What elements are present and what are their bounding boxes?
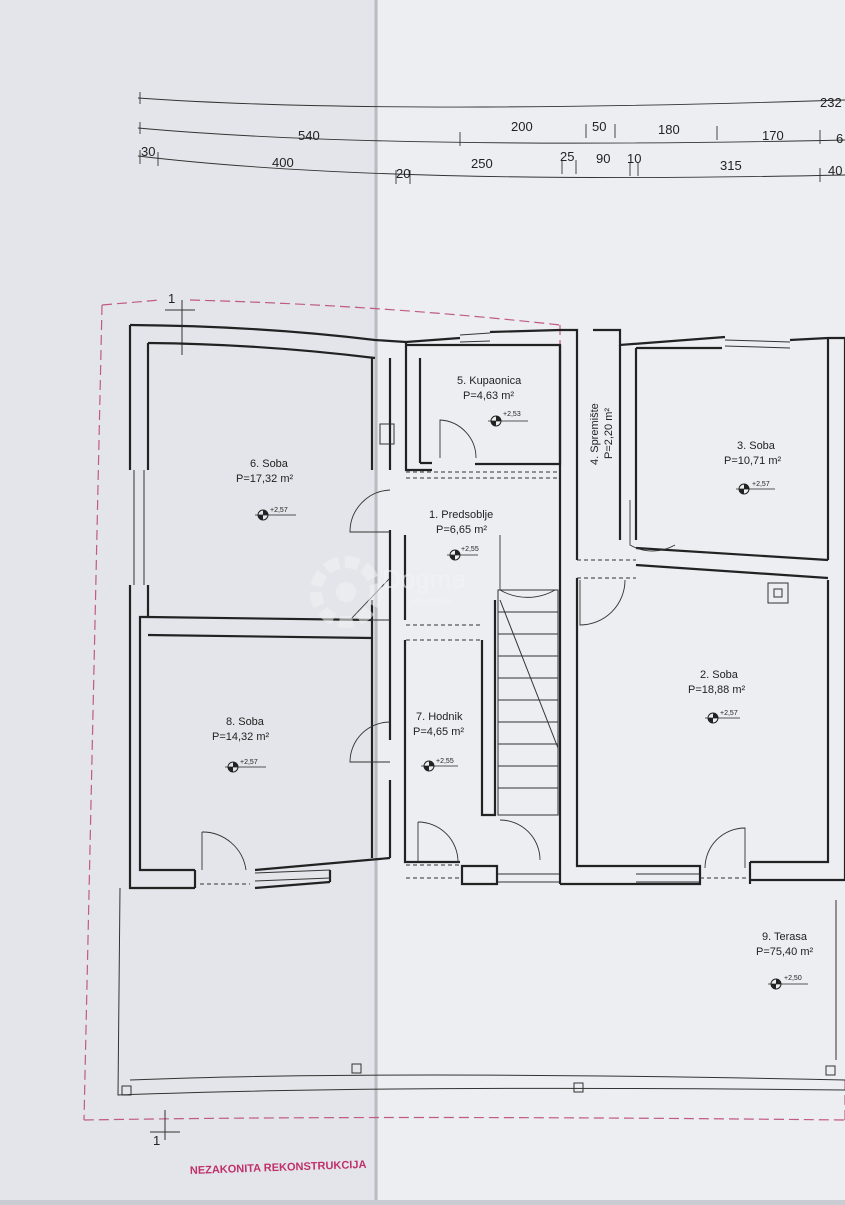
right-page xyxy=(378,0,845,1200)
level-value: +2,55 xyxy=(461,546,479,553)
level-marker-icon xyxy=(768,978,808,990)
room-area: P=17,32 m² xyxy=(236,473,294,485)
room-area: P=4,65 m² xyxy=(413,726,464,738)
level-value: +2,57 xyxy=(720,710,738,717)
room-name: 9. Terasa xyxy=(762,931,808,943)
dim-label: 10 xyxy=(627,151,641,166)
interior-walls xyxy=(147,342,829,888)
level-value: +2,53 xyxy=(503,411,521,418)
level-markers: +2,55 +2,57 +2,57 +2,53 +2,57 +2,55 xyxy=(225,411,808,990)
dim-label: 40 xyxy=(828,163,842,178)
staircase xyxy=(497,589,559,816)
dim-label: 170 xyxy=(762,128,784,143)
room-name: 3. Soba xyxy=(737,440,776,452)
watermark-sub: nekretnine xyxy=(410,596,452,606)
room-area: P=10,71 m² xyxy=(724,455,782,467)
room-name: 4. Spremište xyxy=(589,403,601,465)
room-area: P=6,65 m² xyxy=(436,524,487,536)
level-marker-icon xyxy=(488,415,528,427)
exterior-walls xyxy=(128,323,845,890)
level-value: +2,55 xyxy=(436,758,454,765)
room-area: P=4,63 m² xyxy=(463,390,514,402)
room-labels: 1. Predsoblje P=6,65 m² 2. Soba P=18,88 … xyxy=(212,375,814,958)
room-area: P=14,32 m² xyxy=(212,731,270,743)
watermark: Dogma nekretnine xyxy=(310,556,466,628)
dim-label: 250 xyxy=(471,156,493,171)
plot-boundary xyxy=(83,299,845,1121)
dim-label: 25 xyxy=(560,149,574,164)
dim-label: 232 xyxy=(820,95,842,110)
level-value: +2,50 xyxy=(784,975,802,982)
room-area: P=18,88 m² xyxy=(688,684,746,696)
level-marker-icon xyxy=(736,483,775,495)
section-markers: 1 1 xyxy=(150,291,195,1148)
door-swings xyxy=(200,419,750,885)
dim-label: 6 xyxy=(836,131,843,146)
level-value: +2,57 xyxy=(270,507,288,514)
room-name: 8. Soba xyxy=(226,716,265,728)
level-value: +2,57 xyxy=(240,759,258,766)
dim-label: 180 xyxy=(658,122,680,137)
dim-label: 315 xyxy=(720,158,742,173)
dimension-labels: 232 540 200 50 180 170 6 30 400 20 250 2… xyxy=(141,95,843,181)
level-marker-icon xyxy=(421,760,458,772)
level-marker-icon xyxy=(225,761,266,773)
dim-label: 20 xyxy=(396,166,410,181)
watermark-logo-icon xyxy=(310,556,382,628)
room-name: 2. Soba xyxy=(700,669,739,681)
dim-label: 30 xyxy=(141,144,155,159)
dim-label: 200 xyxy=(511,119,533,134)
level-marker-icon xyxy=(705,712,740,724)
terrace-outline xyxy=(117,887,845,1096)
room-name: 6. Soba xyxy=(250,458,289,470)
room-name: 7. Hodnik xyxy=(416,711,463,723)
room-name: 5. Kupaonica xyxy=(457,375,522,387)
room-area: P=75,40 m² xyxy=(756,946,814,958)
level-value: +2,57 xyxy=(752,481,770,488)
room-name: 1. Predsoblje xyxy=(429,509,493,521)
dim-label: 90 xyxy=(596,151,610,166)
room-area: P=2,20 m² xyxy=(603,408,615,459)
dimension-lines xyxy=(137,92,845,184)
dim-label: 540 xyxy=(298,128,320,143)
section-mark: 1 xyxy=(153,1133,160,1148)
watermark-brand: Dogma xyxy=(382,564,466,594)
section-mark: 1 xyxy=(168,291,175,306)
level-marker-icon xyxy=(255,509,296,521)
level-marker-icon xyxy=(447,549,478,561)
dim-label: 400 xyxy=(272,155,294,170)
dim-label: 50 xyxy=(592,119,606,134)
